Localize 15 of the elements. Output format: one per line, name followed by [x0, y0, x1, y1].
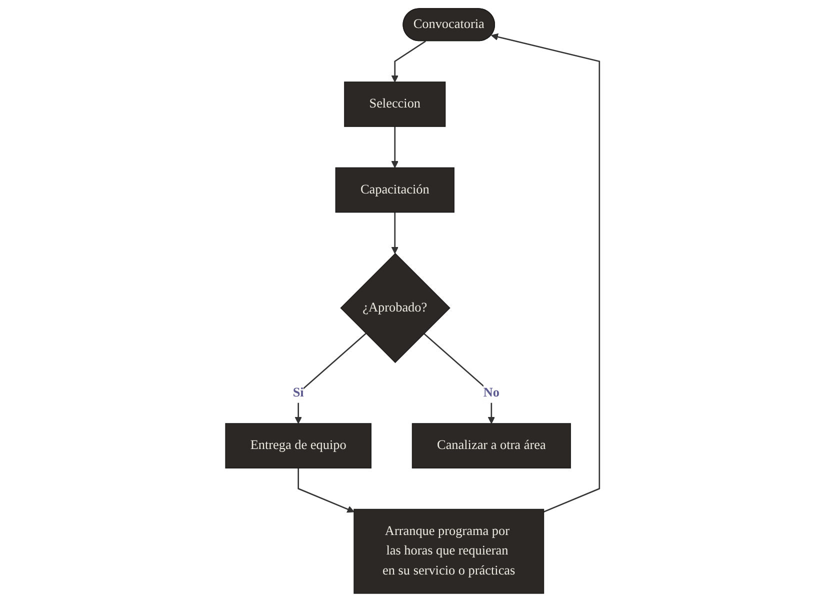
node-diamond: ¿Aprobado? — [340, 252, 450, 364]
node-box: Seleccion — [344, 82, 446, 127]
arrow — [297, 468, 354, 513]
node-box: Entrega de equipo — [224, 423, 371, 468]
arrow — [390, 212, 398, 254]
node-box: Arranque programa por las horas que requieran en su servicio o prácticas — [353, 508, 544, 594]
arrow — [390, 126, 398, 168]
edge-label: Si — [292, 386, 304, 400]
arrow — [390, 40, 426, 82]
arrow — [294, 333, 366, 424]
node-box: Canalizar a otra área — [411, 423, 570, 468]
arrow — [422, 333, 495, 424]
edge-label: No — [482, 386, 499, 400]
node-box: Capacitación — [334, 167, 454, 213]
arrow — [490, 33, 600, 512]
